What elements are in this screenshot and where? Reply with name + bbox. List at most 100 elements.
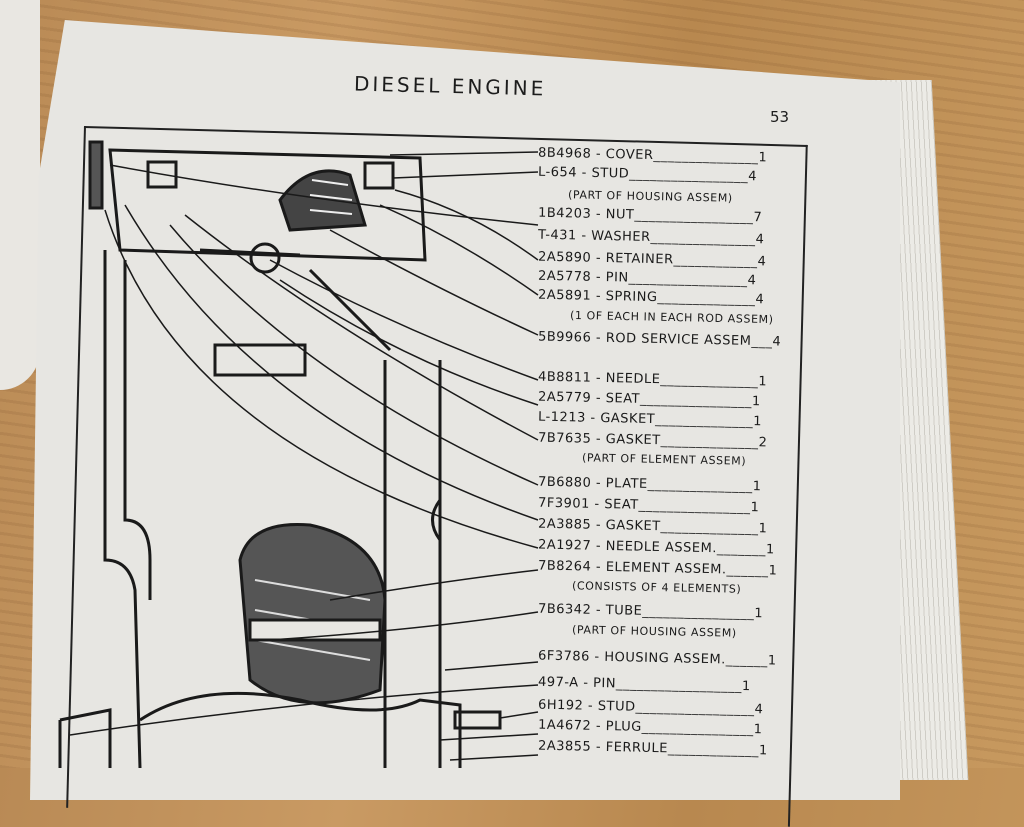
quantity: 4: [755, 232, 765, 248]
separator: -: [576, 228, 592, 244]
part-name: WASHER: [591, 228, 651, 245]
quantity: 1: [752, 414, 763, 430]
part-name: SEAT: [604, 497, 639, 513]
part-number: 7B6342: [537, 601, 592, 618]
quantity: 1: [767, 653, 777, 669]
quantity: 4: [757, 254, 767, 270]
quantity: 1: [758, 374, 768, 390]
separator: -: [591, 739, 606, 756]
part-number: 2A5778: [537, 268, 592, 285]
parts-list-item: 7B8264 - ELEMENT ASSEM.______1: [538, 558, 778, 578]
quantity: 1: [765, 542, 775, 558]
separator: -: [583, 698, 598, 714]
dotted-leader: ______________: [655, 412, 754, 430]
separator: -: [591, 250, 606, 267]
part-name: NUT: [605, 207, 635, 223]
part-number: L-1213: [537, 409, 586, 426]
separator: -: [591, 517, 606, 534]
dotted-leader: ____________: [673, 252, 758, 270]
parts-list-item: L-654 - STUD_________________4: [538, 165, 757, 185]
parts-list-item: 7B6880 - PLATE_______________1: [538, 475, 762, 495]
quantity: 4: [748, 169, 758, 185]
parts-list-item: 2A3885 - GASKET______________1: [538, 517, 768, 537]
parts-list-item: 4B8811 - NEEDLE______________1: [538, 370, 767, 390]
dotted-leader: ________________: [639, 391, 753, 410]
dotted-leader: __________________: [615, 676, 743, 695]
part-name: RETAINER: [605, 251, 674, 268]
quantity: 4: [747, 273, 757, 289]
parts-list-item: 1A4672 - PLUG________________1: [538, 718, 763, 738]
dotted-leader: ________________: [641, 719, 754, 738]
separator: -: [591, 431, 606, 448]
cover-and-spring: [88, 140, 395, 232]
part-name: TUBE: [605, 603, 643, 619]
part-name: SPRING: [605, 289, 658, 306]
part-number: 2A5890: [537, 249, 592, 266]
filter-element: [238, 522, 387, 705]
part-number: 8B4968: [537, 145, 592, 162]
part-name: GASKET: [605, 518, 661, 535]
left-page-edge: [0, 0, 40, 390]
part-note: (CONSISTS OF 4 ELEMENTS): [571, 579, 742, 596]
part-name: PIN: [592, 675, 617, 692]
separator: -: [591, 475, 606, 492]
part-name: HOUSING ASSEM.: [604, 649, 726, 668]
part-number: 2A5779: [537, 389, 592, 406]
separator: -: [585, 410, 601, 426]
engine-part-diagram: [58, 140, 539, 768]
part-name: NEEDLE ASSEM.: [605, 538, 718, 557]
part-note: (PART OF HOUSING ASSEM): [567, 188, 733, 205]
dotted-leader: _______________: [653, 148, 759, 166]
parts-list-item: 2A5778 - PIN_________________4: [538, 269, 757, 289]
page-number: 53: [770, 108, 790, 126]
parts-list-item: 8B4968 - COVER_______________1: [538, 146, 768, 166]
dotted-leader: _________________: [628, 270, 748, 289]
part-number: 7B8264: [537, 558, 592, 575]
dotted-leader: _____________: [667, 741, 760, 759]
part-name: NEEDLE: [605, 371, 661, 388]
part-number: 2A5891: [537, 287, 592, 304]
part-number: 6H192: [537, 697, 584, 714]
parts-list-item: L-1213 - GASKET______________1: [538, 410, 762, 430]
separator: -: [591, 390, 606, 407]
dotted-leader: _______________: [647, 476, 753, 495]
parts-list-item: 7F3901 - SEAT________________1: [538, 496, 760, 516]
part-number: T-431: [537, 227, 577, 244]
part-number: 2A3885: [537, 516, 592, 533]
parts-list-item: 2A5779 - SEAT________________1: [538, 390, 761, 410]
dotted-leader: ________________: [642, 603, 755, 622]
part-name: ELEMENT ASSEM.: [605, 559, 727, 578]
part-number: 1A4672: [537, 717, 592, 734]
part-name: PIN: [605, 270, 629, 286]
parts-list-item: 2A1927 - NEEDLE ASSEM._______1: [538, 538, 775, 558]
part-number: 1B4203: [537, 205, 592, 222]
part-note: (PART OF ELEMENT ASSEM): [581, 451, 747, 468]
dotted-leader: ______: [725, 652, 768, 669]
parts-list-item: T-431 - WASHER_______________4: [538, 228, 765, 248]
parts-list-item: 2A5891 - SPRING______________4: [538, 288, 765, 308]
separator: -: [589, 496, 605, 513]
dotted-leader: ______________: [660, 372, 759, 390]
part-name: FERRULE: [605, 740, 669, 757]
dotted-leader: _________________: [634, 207, 754, 226]
dotted-leader: ______________: [657, 290, 756, 308]
quantity: 2: [758, 435, 768, 451]
part-name: GASKET: [605, 432, 661, 449]
parts-list-item: 7B7635 - GASKET______________2: [538, 431, 768, 451]
quantity: 1: [758, 743, 768, 759]
parts-list-item: 6H192 - STUD_________________4: [538, 698, 764, 718]
parts-list-item: 497-A - PIN__________________1: [538, 675, 751, 694]
quantity: 1: [741, 679, 751, 695]
separator: -: [576, 165, 592, 181]
part-number: 5B9966: [537, 329, 592, 346]
separator: -: [578, 675, 594, 691]
parts-list-item: 1B4203 - NUT_________________7: [538, 206, 762, 226]
quantity: 7: [753, 210, 763, 226]
parts-list-item: 2A5890 - RETAINER____________4: [538, 250, 767, 270]
quantity: 4: [772, 334, 782, 350]
quantity: 1: [752, 479, 762, 495]
separator: -: [591, 602, 606, 619]
dotted-leader: ________________: [638, 497, 751, 516]
part-number: 7B7635: [537, 430, 592, 447]
